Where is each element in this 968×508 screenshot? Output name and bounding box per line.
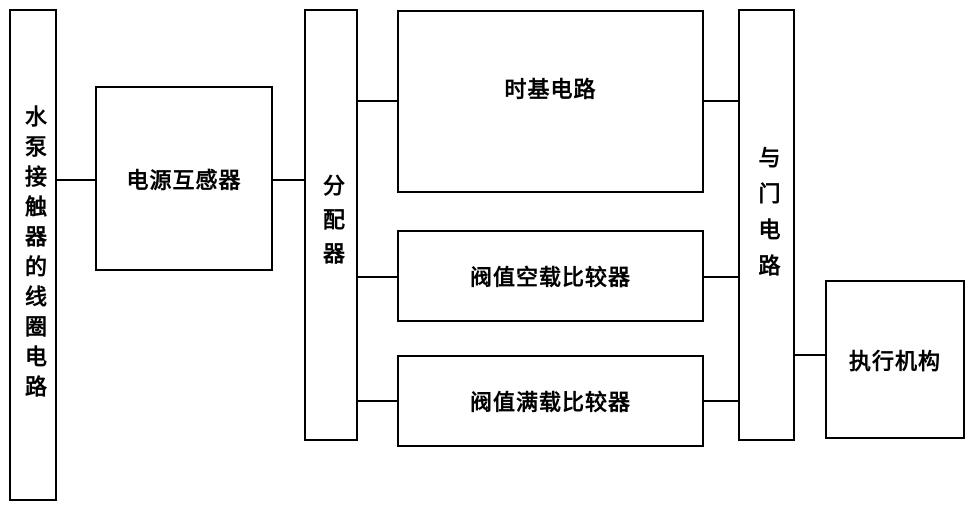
timebase-block: 时基电路 xyxy=(397,10,704,193)
distributor-label: 分配器 xyxy=(319,174,344,276)
power-transformer-block: 电源互感器 xyxy=(95,86,273,271)
coil-circuit-label: 水泵接触器的线圈电路 xyxy=(21,105,46,405)
actuator-label: 执行机构 xyxy=(848,349,941,375)
and-gate-block: 与门电路 xyxy=(738,9,795,441)
threshold-fullload-block: 阀值满载比较器 xyxy=(397,355,704,447)
and-gate-label: 与门电路 xyxy=(754,146,780,290)
threshold-noload-label: 阀值空载比较器 xyxy=(469,266,631,291)
threshold-fullload-label: 阀值满载比较器 xyxy=(469,391,631,416)
actuator-block: 执行机构 xyxy=(825,280,965,439)
power-transformer-label: 电源互感器 xyxy=(126,168,242,194)
distributor-block: 分配器 xyxy=(304,9,358,441)
timebase-label: 时基电路 xyxy=(504,78,597,103)
coil-circuit-block: 水泵接触器的线圈电路 xyxy=(9,9,57,501)
threshold-noload-block: 阀值空载比较器 xyxy=(397,230,704,322)
